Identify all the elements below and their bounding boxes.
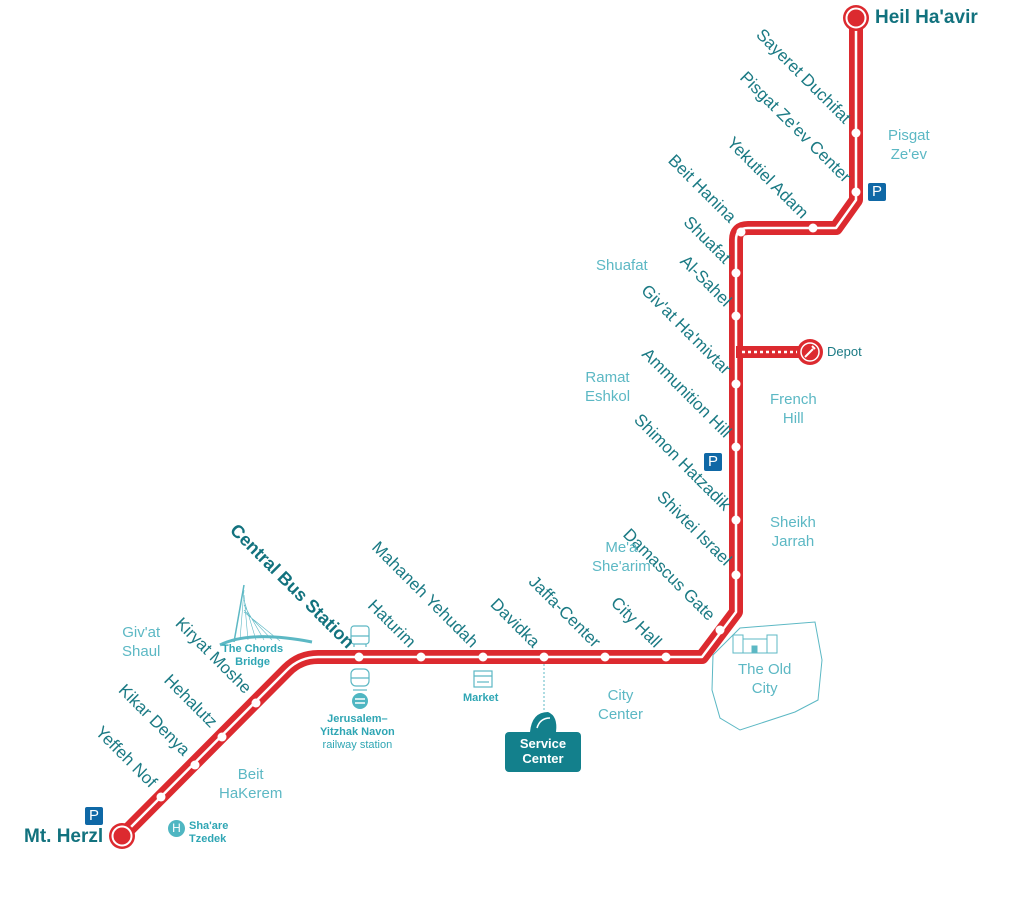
station-dot[interactable]	[731, 515, 741, 525]
terminal-mt-herzl[interactable]	[109, 823, 135, 849]
israel-railways-icon	[352, 693, 368, 709]
station-dot[interactable]	[251, 698, 261, 708]
station-dot[interactable]	[478, 652, 488, 662]
area-shuafat: Shuafat	[596, 257, 648, 274]
hospital-icon: H	[168, 820, 185, 837]
station-dot[interactable]	[661, 652, 671, 662]
parking-icon-mt-herzl: P	[85, 807, 103, 825]
chords-bridge-icon	[219, 584, 313, 647]
station-dot[interactable]	[354, 652, 364, 662]
light-rail-line	[115, 11, 863, 843]
station-dot[interactable]	[731, 570, 741, 580]
old-city-outline	[711, 621, 823, 731]
station-dot[interactable]	[808, 223, 818, 233]
station-dot[interactable]	[731, 442, 741, 452]
old-city-walls-icon	[732, 634, 778, 654]
station-dot[interactable]	[736, 227, 746, 237]
station-dot[interactable]	[851, 187, 861, 197]
train-icon	[350, 668, 370, 691]
station-dot[interactable]	[731, 311, 741, 321]
bus-icon	[350, 625, 370, 647]
market-label: Market	[463, 692, 499, 704]
station-dot[interactable]	[851, 128, 861, 138]
depot-label: Depot	[827, 344, 862, 359]
service-center-lion-icon	[530, 712, 557, 732]
parking-icon-ammunition-hill: P	[704, 453, 722, 471]
station-dots	[156, 128, 861, 802]
station-dot[interactable]	[416, 652, 426, 662]
station-dot[interactable]	[156, 792, 166, 802]
terminal-heil-haavir[interactable]	[843, 5, 869, 31]
station-dot[interactable]	[715, 625, 725, 635]
station-dot[interactable]	[217, 732, 227, 742]
station-dot[interactable]	[190, 760, 200, 770]
terminal-label-mt-herzl: Mt. Herzl	[24, 826, 104, 847]
terminal-label-heil-haavir: Heil Ha'avir	[875, 7, 978, 28]
station-dot[interactable]	[731, 268, 741, 278]
depot-wrench-icon	[797, 339, 823, 365]
station-dot[interactable]	[539, 652, 549, 662]
parking-icon-pisgat-zeev: P	[868, 183, 886, 201]
station-dot[interactable]	[600, 652, 610, 662]
market-icon	[473, 670, 493, 688]
station-dot[interactable]	[731, 379, 741, 389]
light-rail-line-inner	[121, 18, 858, 837]
